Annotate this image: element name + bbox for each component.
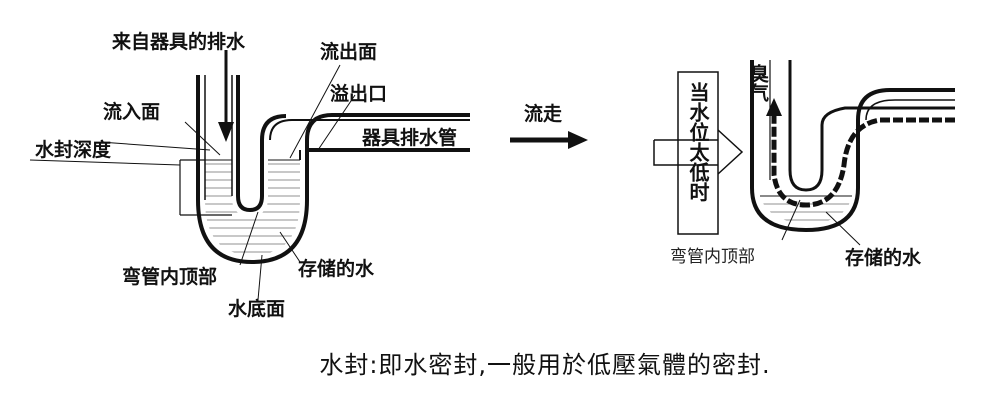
left-trap — [29, 50, 470, 301]
label-right-bend-top: 弯管内顶部 — [670, 247, 755, 267]
label-odor: 臭气 — [747, 63, 770, 102]
left-inner-wall — [236, 75, 287, 213]
right-inner-wall — [788, 60, 955, 192]
label-water-bottom: 水底面 — [228, 297, 285, 320]
label-overflow-port: 溢出口 — [330, 82, 387, 105]
right-trap — [653, 60, 955, 246]
hollow-arrow — [654, 129, 744, 175]
caption: 水封:即水密封,一般用於低壓氣體的密封. — [319, 351, 771, 379]
right-outer-wall — [750, 60, 955, 233]
label-right-stored-water: 存储的水 — [845, 246, 922, 269]
label-flow-away: 流走 — [524, 102, 562, 125]
label-seal-depth: 水封深度 — [35, 138, 112, 161]
odor-path — [771, 112, 955, 208]
label-inflow-face: 流入面 — [103, 100, 160, 123]
label-stored-water: 存储的水 — [298, 257, 375, 280]
low-water-box — [677, 71, 719, 235]
label-low-water: 当水位太低时 — [686, 82, 710, 202]
label-bend-top: 弯管内顶部 — [122, 265, 217, 288]
label-fixture-drain: 器具排水管 — [361, 126, 457, 149]
left-outer-wall — [196, 75, 470, 265]
label-outflow-face: 流出面 — [320, 40, 377, 63]
label-inflow: 来自器具的排水 — [112, 30, 246, 53]
left-stored-water — [205, 160, 300, 255]
right-stored-water — [760, 196, 852, 224]
